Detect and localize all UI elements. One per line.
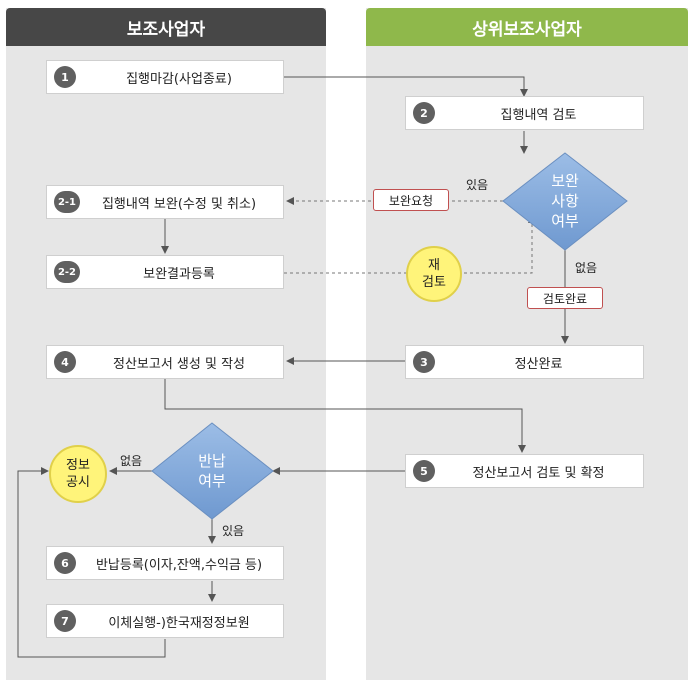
- re-review-line2: 검토: [422, 275, 446, 290]
- step-2-2-number: 2-2: [54, 261, 80, 283]
- review-done-tag: 검토완료: [527, 287, 603, 309]
- connector-1-2: [284, 76, 528, 97]
- step-7-label: 이체실행-)한국재정정보원: [108, 615, 250, 631]
- lane-right-title: 상위보조사업자: [366, 8, 688, 46]
- step-6-box: 6 반납등록(이자,잔액,수익금 등): [46, 546, 284, 580]
- review-decision-label: 보완 사항 여부: [525, 168, 605, 234]
- review-decision-line1: 보완: [551, 172, 579, 190]
- refund-decision-line1: 반납: [198, 452, 226, 470]
- re-review-circle: 재 검토: [406, 246, 462, 302]
- step-2-1-box: 2-1 집행내역 보완(수정 및 취소): [46, 185, 284, 219]
- step-2-number: 2: [413, 102, 435, 124]
- step-2-2-box: 2-2 보완결과등록: [46, 255, 284, 289]
- supplement-request-tag: 보완요청: [373, 189, 449, 211]
- step-6-label: 반납등록(이자,잔액,수익금 등): [95, 557, 263, 573]
- refund-no-label: 없음: [120, 454, 143, 468]
- step-1-label: 집행마감(사업종료): [126, 71, 232, 87]
- step-4-label: 정산보고서 생성 및 작성: [113, 356, 245, 372]
- info-disclosure-line1: 정보: [66, 458, 90, 473]
- connector-4-5: [164, 379, 526, 453]
- step-1-number: 1: [54, 66, 76, 88]
- refund-decision-line2: 여부: [198, 472, 226, 490]
- review-decision-diamond: [502, 152, 628, 251]
- step-2-2-label: 보완결과등록: [143, 266, 215, 282]
- step-2-1-number: 2-1: [54, 191, 80, 213]
- step-2-1-label: 집행내역 보완(수정 및 취소): [101, 196, 257, 212]
- step-5-number: 5: [413, 460, 435, 482]
- refund-yes-label: 있음: [222, 524, 245, 538]
- step-2-label: 집행내역 검토: [500, 107, 577, 123]
- review-decision-line3: 여부: [551, 212, 579, 230]
- review-yes-label: 있음: [466, 178, 489, 192]
- step-5-label: 정산보고서 검토 및 확정: [472, 465, 605, 481]
- step-3-label: 정산완료: [514, 356, 563, 372]
- step-3-number: 3: [413, 351, 435, 373]
- re-review-line1: 재: [428, 258, 440, 273]
- step-4-box: 4 정산보고서 생성 및 작성: [46, 345, 284, 379]
- step-1-box: 1 집행마감(사업종료): [46, 60, 284, 94]
- step-5-box: 5 정산보고서 검토 및 확정: [405, 454, 644, 488]
- refund-decision-diamond: [151, 422, 274, 520]
- info-disclosure-circle: 정보 공시: [49, 445, 107, 503]
- connector-2-2-decision: [284, 215, 536, 274]
- step-7-box: 7 이체실행-)한국재정정보원: [46, 604, 284, 638]
- step-4-number: 4: [54, 351, 76, 373]
- step-6-number: 6: [54, 552, 76, 574]
- review-no-label: 없음: [575, 261, 598, 275]
- review-decision-line2: 사항: [551, 192, 579, 210]
- lane-left-title: 보조사업자: [6, 8, 326, 46]
- info-disclosure-line2: 공시: [66, 475, 90, 490]
- connector-7-disclosure: [17, 467, 166, 658]
- step-7-number: 7: [54, 610, 76, 632]
- step-2-box: 2 집행내역 검토: [405, 96, 644, 130]
- step-3-box: 3 정산완료: [405, 345, 644, 379]
- refund-decision-label: 반납 여부: [172, 448, 252, 494]
